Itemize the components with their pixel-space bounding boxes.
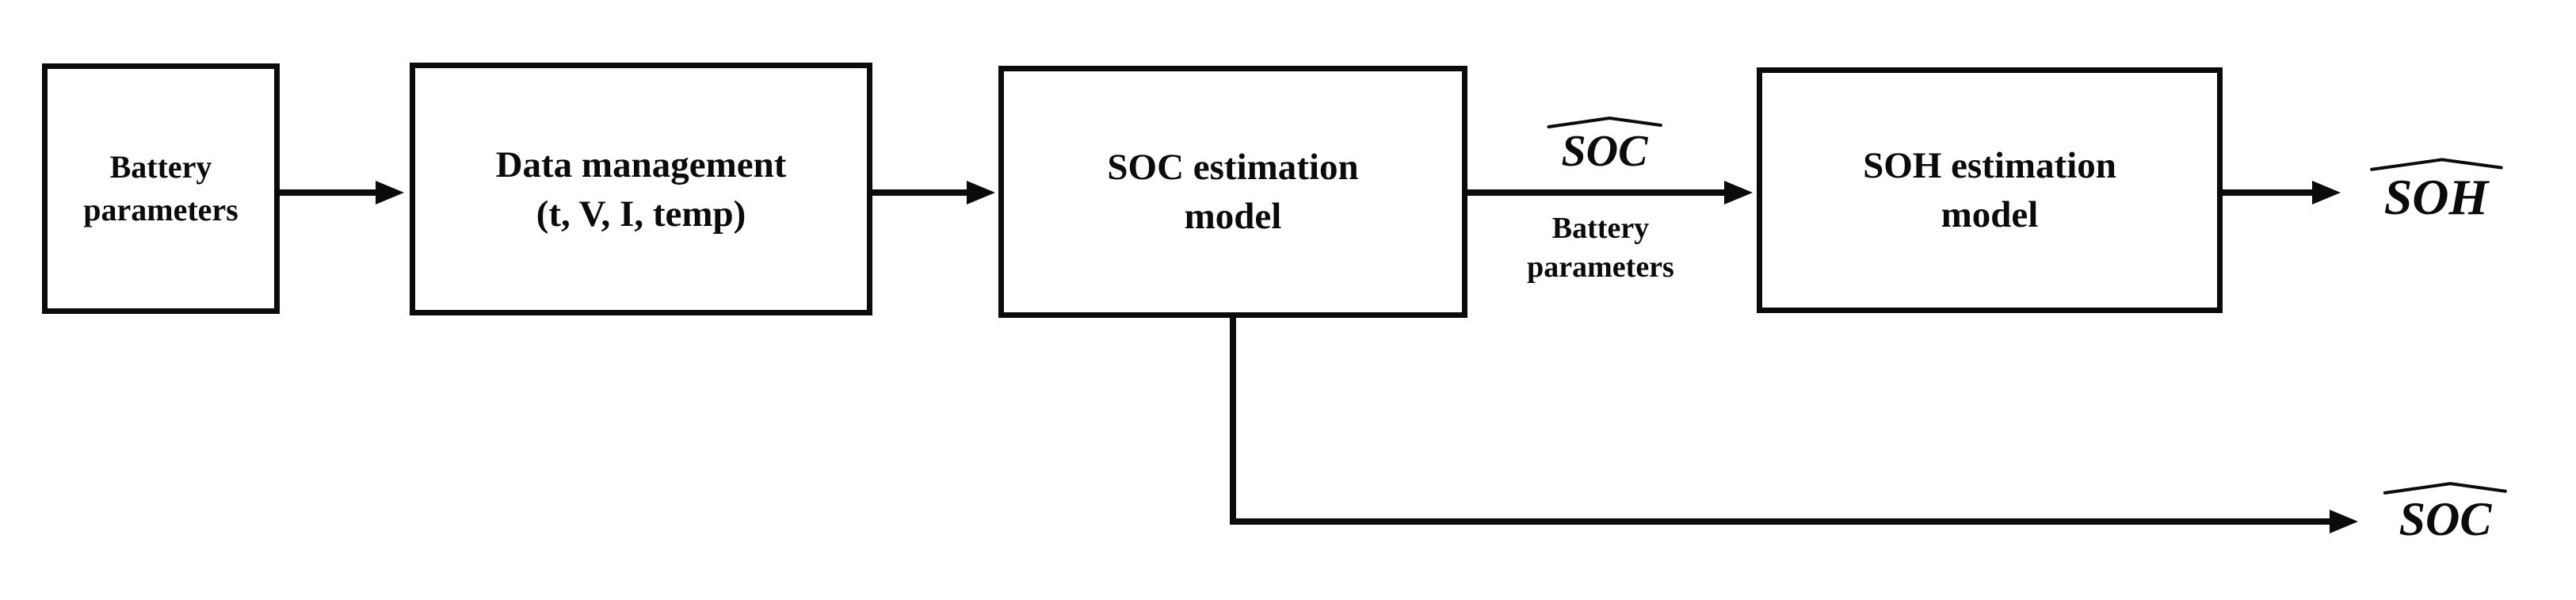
label-line: Battery [1551, 212, 1650, 245]
box-label: SOH estimation model [1863, 141, 2116, 239]
arrow-battery-to-data-shaft [279, 189, 377, 196]
box-battery-parameters: Battery parameters [42, 63, 280, 314]
soc-output-connector-vertical [1230, 317, 1236, 525]
arrow-soc-to-soh-head-icon [1724, 181, 1753, 204]
soc-output-arrow-head-icon [2330, 510, 2358, 533]
arrow-soc-to-soh-shaft [1467, 189, 1726, 196]
label-line: parameters [1527, 250, 1674, 284]
box-label-line: model [1941, 194, 2039, 235]
box-label-line: SOH estimation [1863, 145, 2116, 186]
arrow-soh-output-head-icon [2312, 181, 2341, 204]
hat-circumflex-icon [2381, 481, 2509, 495]
variable-text: SOH [2383, 169, 2489, 225]
box-label-line: model [1184, 196, 1282, 237]
box-soh-estimation-model: SOH estimation model [1757, 67, 2223, 313]
soc-hat-variable-label: SOC [1541, 116, 1668, 174]
soc-hat-output-label: SOC [2377, 481, 2513, 544]
soc-output-connector-horizontal [1230, 518, 2331, 525]
box-label: SOC estimation model [1107, 143, 1358, 241]
box-soc-estimation-model: SOC estimation model [998, 66, 1467, 318]
box-label-line: Data management [495, 143, 787, 185]
battery-parameters-arrow-label: Battery parameters [1486, 209, 1715, 287]
box-label-line: (t, V, I, temp) [536, 193, 746, 235]
box-label: Data management (t, V, I, temp) [496, 140, 787, 239]
arrow-data-to-soc-head-icon [967, 181, 995, 204]
hat-circumflex-icon [2368, 157, 2505, 171]
box-label-line: SOC estimation [1107, 147, 1359, 188]
box-label-line: parameters [83, 192, 239, 227]
variable-text: SOC [1561, 127, 1648, 176]
hat-circumflex-icon [1545, 116, 1664, 128]
box-label-line: Battery [109, 149, 212, 185]
arrow-soh-output-shaft [2223, 189, 2314, 196]
arrow-data-to-soc-shaft [872, 189, 968, 196]
arrow-battery-to-data-head-icon [376, 181, 404, 204]
variable-text: SOC [2399, 493, 2492, 545]
box-data-management: Data management (t, V, I, temp) [410, 63, 872, 315]
box-label: Battery parameters [83, 146, 238, 231]
soh-hat-output-label: SOH [2363, 157, 2509, 224]
